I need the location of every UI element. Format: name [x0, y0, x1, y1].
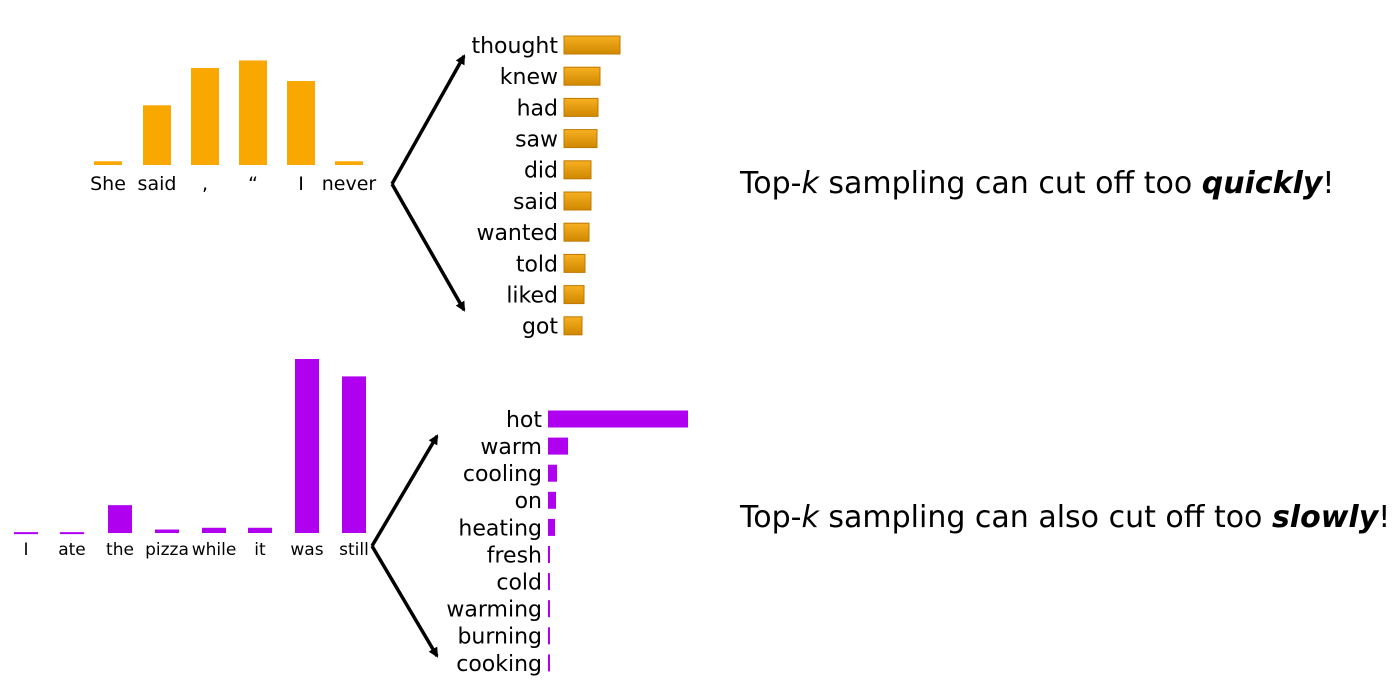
orange-context-bar-punct-3: [239, 60, 267, 165]
purple-context-label-ate-1: ate: [58, 540, 86, 560]
purple-next-label-cooling-2: cooling: [463, 462, 542, 487]
orange-next-label-did-4: did: [524, 159, 558, 184]
purple-arrow-down: [370, 545, 439, 658]
purple-arrows: [370, 434, 439, 658]
purple-next-bar-warming-7: [548, 600, 550, 618]
purple-next-bar-on-3: [548, 491, 556, 509]
purple-next-bar-hot-0: [548, 410, 688, 428]
orange-next-bar-saw-3: [563, 129, 598, 149]
purple-context-bar-was-6: [295, 359, 319, 533]
purple-next-label-fresh-5: fresh: [487, 543, 542, 568]
orange-next-label-knew-1: knew: [500, 65, 558, 90]
purple-context-label-was-6: was: [290, 540, 323, 560]
purple-next-bar-warm-1: [548, 437, 568, 455]
purple-next-label-warming-7: warming: [446, 598, 542, 623]
purple-next-label-cold-6: cold: [496, 571, 542, 596]
orange-context-bar-punct-2: [191, 67, 219, 165]
purple-context-bar-i-0: [14, 532, 38, 535]
purple-next-bar-cold-6: [548, 573, 550, 591]
caption-bottom-emph: slowly: [1271, 500, 1379, 535]
purple-context-bar-it-5: [248, 527, 272, 533]
purple-context-label-pizza-3: pizza: [145, 540, 189, 560]
caption-bottom-suffix: !: [1378, 500, 1391, 535]
orange-context-bar-she-0: [94, 161, 122, 165]
orange-next-bar-said-5: [563, 191, 592, 211]
purple-arrow-up: [370, 434, 439, 547]
purple-next-bar-burning-8: [548, 627, 550, 645]
orange-next-bar-knew-1: [563, 66, 601, 86]
orange-next-bar-liked-8: [563, 285, 585, 305]
orange-context-label-said-1: said: [138, 173, 177, 195]
orange-next-label-wanted-6: wanted: [476, 221, 558, 246]
orange-context-label-punct-3: “: [248, 173, 258, 195]
orange-context-bar-said-1: [143, 105, 171, 165]
purple-context-label-it-5: it: [254, 540, 266, 560]
orange-context-label-i-4: I: [298, 173, 304, 195]
orange-arrow-down: [390, 183, 466, 312]
purple-context-label-i-0: I: [23, 540, 28, 560]
purple-next-label-warm-1: warm: [480, 435, 542, 460]
caption-bottom-prefix: Top-: [740, 500, 802, 535]
orange-context-label-punct-2: ,: [202, 173, 208, 195]
orange-next-bar-got-9: [563, 316, 583, 336]
orange-next-bar-did-4: [563, 160, 592, 180]
purple-next-bar-fresh-5: [548, 546, 550, 563]
purple-next-bar-heating-4: [548, 518, 555, 536]
orange-next-label-saw-3: saw: [515, 128, 558, 153]
caption-top-middle: sampling can cut off too: [818, 166, 1202, 201]
purple-next-bar-cooking-9: [548, 654, 550, 672]
caption-bottom: Top-k sampling can also cut off too slow…: [740, 500, 1390, 535]
purple-context-bar-while-4: [202, 527, 226, 533]
orange-next-bar-wanted-6: [563, 222, 590, 242]
purple-next-bar-cooling-2: [548, 464, 557, 482]
orange-next-label-told-7: told: [516, 252, 558, 277]
orange-next-label-got-9: got: [522, 315, 558, 340]
orange-next-word-chart: thought knew had saw did said wanted told liked g…: [471, 34, 621, 340]
caption-bottom-middle: sampling can also cut off too: [818, 500, 1272, 535]
purple-next-label-hot-0: hot: [506, 408, 542, 433]
orange-next-bar-had-2: [563, 97, 599, 117]
purple-context-bar-ate-1: [60, 532, 84, 535]
purple-context-label-still-7: still: [339, 540, 369, 560]
orange-next-bar-told-7: [563, 253, 586, 273]
orange-next-label-liked-8: liked: [506, 284, 558, 309]
caption-bottom-k: k: [801, 500, 819, 535]
orange-context-label-never-5: never: [322, 173, 377, 195]
orange-context-label-she-0: She: [90, 173, 126, 195]
caption-top-prefix: Top-: [740, 166, 802, 201]
purple-next-label-cooking-9: cooking: [456, 652, 542, 677]
purple-next-label-burning-8: burning: [457, 625, 542, 650]
purple-next-label-heating-4: heating: [458, 516, 542, 541]
orange-arrow-up: [390, 54, 466, 185]
orange-next-label-had-2: had: [517, 96, 558, 121]
orange-next-label-thought-0: thought: [471, 34, 558, 59]
orange-context-bar-i-4: [287, 81, 315, 165]
orange-arrows: [390, 54, 466, 312]
caption-top-suffix: !: [1322, 166, 1335, 201]
purple-context-bar-still-7: [342, 376, 366, 533]
orange-context-bar-never-5: [335, 161, 363, 165]
purple-context-label-the-2: the: [106, 540, 134, 560]
orange-next-label-said-5: said: [513, 190, 558, 215]
caption-top-k: k: [801, 166, 819, 201]
caption-top-emph: quickly: [1201, 166, 1323, 201]
purple-next-label-on-3: on: [515, 489, 542, 514]
orange-next-bar-thought-0: [563, 35, 621, 55]
purple-context-bar-the-2: [108, 505, 132, 533]
caption-top: Top-k sampling can cut off too quickly!: [740, 166, 1334, 201]
purple-context-bar-pizza-3: [155, 529, 179, 533]
purple-context-label-while-4: while: [192, 540, 237, 560]
